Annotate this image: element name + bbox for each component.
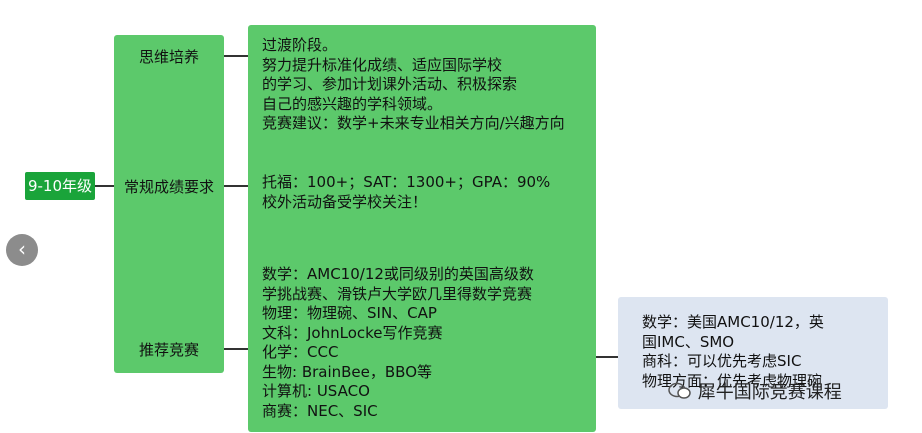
connector-competitions: [224, 348, 248, 350]
root-node: 9-10年级: [25, 172, 95, 200]
wechat-icon: [668, 382, 691, 399]
side-node: 数学：美国AMC10/12，英 国IMC、SMO 商科：可以优先考虑SIC 物理…: [618, 297, 888, 409]
middle-node: 思维培养 常规成绩要求 推荐竞赛: [114, 35, 224, 373]
side-text: 数学：美国AMC10/12，英 国IMC、SMO 商科：可以优先考虑SIC 物理…: [642, 313, 824, 390]
label-thinking: 思维培养: [138, 48, 199, 66]
back-button[interactable]: ‹: [6, 234, 38, 266]
detail-node: 过渡阶段。 努力提升标准化成绩、适应国际学校 的学习、参加计划课外活动、积极探索…: [248, 25, 596, 432]
scores-text: 托福：100+；SAT：1300+；GPA：90% 校外活动备受学校关注！: [262, 173, 551, 211]
competitions-text: 数学：AMC10/12或同级别的英国高级数 学挑战赛、滑铁卢大学欧几里得数学竞赛…: [262, 265, 534, 420]
connector-thinking: [224, 55, 248, 57]
watermark: 犀牛国际竞赛课程: [668, 378, 908, 408]
connector-side: [596, 356, 618, 358]
connector-root-mid: [95, 185, 114, 187]
watermark-text: 犀牛国际竞赛课程: [697, 382, 842, 403]
connector-scores: [224, 185, 248, 187]
label-scores: 常规成绩要求: [123, 178, 214, 196]
thinking-text: 过渡阶段。 努力提升标准化成绩、适应国际学校 的学习、参加计划课外活动、积极探索…: [262, 36, 565, 132]
label-competitions: 推荐竞赛: [138, 341, 199, 359]
